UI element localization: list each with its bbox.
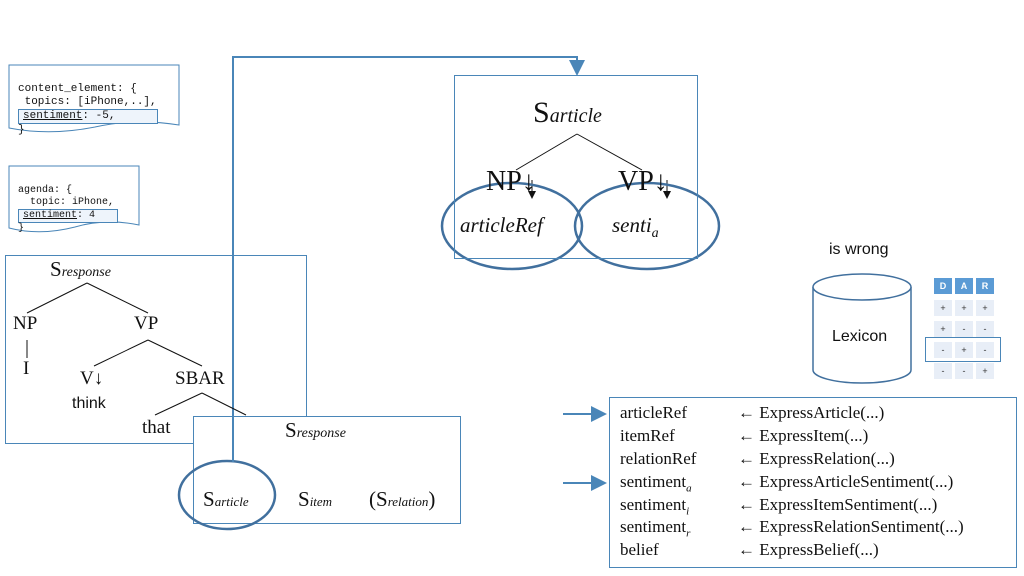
dar-header-r: R xyxy=(976,278,994,294)
rule-rhs: ← ExpressRelationSentiment(...) xyxy=(738,517,964,536)
article-tree-box xyxy=(454,75,698,259)
dar-cell: + xyxy=(934,321,952,337)
dar-cell: - xyxy=(976,342,994,358)
dar-header-a: A xyxy=(955,278,973,294)
agenda-line2: topic: iPhone, xyxy=(18,197,115,208)
dar-cell: - xyxy=(934,342,952,358)
dar-cell: - xyxy=(955,363,973,379)
rule-row: itemRef xyxy=(620,426,675,445)
rule-rhs: ← ExpressArticleSentiment(...) xyxy=(738,472,954,491)
dar-highlight-row xyxy=(925,337,1001,362)
is-wrong-label: is wrong xyxy=(829,241,889,258)
response-left-sbar: SBAR xyxy=(175,368,225,389)
dar-cell: + xyxy=(955,300,973,316)
lexicon-label: Lexicon xyxy=(832,328,888,345)
rule-row: relationRef xyxy=(620,449,697,468)
article-ref-leaf: articleRef xyxy=(460,213,543,237)
rule-rhs: ← ExpressItemSentiment(...) xyxy=(738,495,938,514)
rule-rhs: ← ExpressItem(...) xyxy=(738,426,869,445)
article-vp: VP↓ xyxy=(618,166,668,197)
response-right-relation: (Srelation) xyxy=(369,487,436,511)
rules-box xyxy=(609,397,1017,568)
rule-row: belief xyxy=(620,540,659,559)
dar-cell: - xyxy=(976,321,994,337)
dar-cell: + xyxy=(934,300,952,316)
agenda-sentiment: sentiment: 4 xyxy=(18,209,118,223)
senti-leaf: sentia xyxy=(612,213,659,242)
response-left-vp: VP xyxy=(134,313,159,334)
senti-circle xyxy=(573,181,721,271)
rule-row: sentimentr xyxy=(620,517,691,540)
dar-cell: + xyxy=(976,363,994,379)
content-element-line1: content_element: { xyxy=(18,83,137,95)
agenda-doc: agenda: { topic: iPhone, sentiment: 4 } xyxy=(12,170,138,238)
lexicon-cylinder xyxy=(812,287,912,384)
dar-cell: + xyxy=(955,342,973,358)
response-left-root: Sresponse xyxy=(50,257,111,281)
rule-rhs: ← ExpressBelief(...) xyxy=(738,540,879,559)
rule-rhs: ← ExpressRelation(...) xyxy=(738,449,895,468)
dar-header-d: D xyxy=(934,278,952,294)
article-np: NP↓ xyxy=(486,166,536,197)
agenda-line1: agenda: { xyxy=(18,185,73,196)
response-left-think: think xyxy=(72,395,106,412)
articleref-circle xyxy=(440,181,584,271)
rule-row: articleRef xyxy=(620,403,688,422)
rule-row: sentimenti xyxy=(620,495,690,518)
dar-cell: + xyxy=(976,300,994,316)
response-right-article: Sarticle xyxy=(203,487,249,511)
response-right-item: Sitem xyxy=(298,487,333,511)
article-root: Sarticle xyxy=(533,96,602,129)
response-left-np: NP xyxy=(13,313,38,334)
content-element-line2: topics: [iPhone,..], xyxy=(18,96,157,108)
response-left-that: that xyxy=(142,417,171,438)
dar-cell: - xyxy=(934,363,952,379)
response-left-v: V↓ xyxy=(80,368,104,389)
rule-rhs: ← ExpressArticle(...) xyxy=(738,403,885,422)
agenda-close: } xyxy=(18,223,25,234)
response-left-i: I xyxy=(23,358,30,379)
content-element-doc: content_element: { topics: [iPhone,..], … xyxy=(12,67,178,140)
connector-line xyxy=(232,56,585,462)
dar-cell: - xyxy=(955,321,973,337)
content-element-sentiment: sentiment: -5, xyxy=(18,109,158,124)
rule-row: sentimenta xyxy=(620,472,692,495)
content-element-close: } xyxy=(18,124,25,136)
response-right-root: Sresponse xyxy=(285,418,346,442)
response-tree-left-box xyxy=(5,255,307,444)
